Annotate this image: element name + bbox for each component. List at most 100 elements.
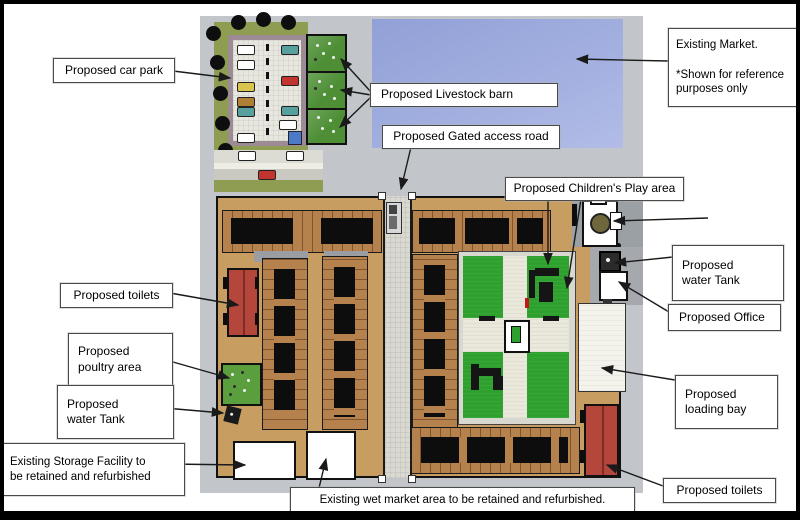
office-building — [599, 271, 628, 301]
site-marker-dot — [616, 243, 621, 248]
gated-access-road — [383, 196, 412, 478]
car-icon — [237, 107, 255, 117]
pad-marker — [572, 204, 577, 226]
label-existing-market: Existing Market. *Shown for reference pu… — [668, 28, 800, 107]
label-livestock-barn: Proposed Livestock barn — [370, 83, 558, 107]
label-office: Proposed Office — [668, 304, 781, 331]
play-equipment — [529, 270, 535, 298]
frame-bottom — [0, 511, 800, 520]
livestock-pen — [306, 71, 347, 111]
car-park-street — [214, 150, 323, 163]
frame-left — [0, 0, 4, 520]
label-poultry-area: Proposed poultry area — [68, 333, 173, 386]
label-water-tank-right: Proposed water Tank — [672, 245, 784, 301]
label-toilets-right: Proposed toilets — [663, 478, 776, 503]
car-icon — [279, 120, 297, 130]
label-toilets-left: Proposed toilets — [60, 283, 173, 308]
play-bench — [543, 316, 559, 321]
label-storage-facility-text: Existing Storage Facility to be retained… — [10, 455, 151, 483]
handicap-space-icon — [288, 131, 302, 145]
label-livestock-barn-text: Proposed Livestock barn — [381, 87, 514, 102]
label-water-tank-right-text: Proposed water Tank — [682, 257, 740, 287]
loading-bay — [578, 303, 626, 392]
livestock-pen — [306, 108, 347, 145]
market-stall-column — [322, 256, 368, 430]
office-step — [603, 299, 612, 303]
walkway — [254, 251, 308, 262]
label-childrens-play-area: Proposed Children's Play area — [505, 177, 684, 201]
label-water-tank-left: Proposed water Tank — [57, 385, 174, 439]
market-stall-row — [412, 210, 551, 253]
car-icon — [281, 76, 299, 86]
gate-post — [408, 475, 416, 483]
car-icon — [237, 97, 255, 107]
play-equipment — [525, 298, 529, 308]
label-storage-facility: Existing Storage Facility to be retained… — [3, 443, 185, 496]
play-central-structure — [504, 320, 530, 353]
toilet-door — [580, 450, 585, 463]
label-childrens-play-area-text: Proposed Children's Play area — [513, 181, 676, 196]
car-park-lane-line — [266, 44, 269, 138]
car-icon — [258, 170, 276, 180]
label-toilets-right-text: Proposed toilets — [676, 482, 763, 497]
childrens-play-area — [458, 251, 576, 425]
car-icon — [237, 60, 255, 70]
label-office-text: Proposed Office — [679, 309, 765, 324]
play-equipment — [471, 364, 479, 390]
play-bench — [479, 316, 495, 321]
toilet-door — [580, 410, 585, 423]
car-icon — [237, 82, 255, 92]
market-stall-row — [222, 210, 382, 253]
tree-icon — [215, 116, 230, 131]
label-poultry-area-text: Proposed poultry area — [78, 344, 142, 374]
toilet-door — [255, 313, 259, 325]
car-icon — [237, 45, 255, 55]
play-structure-step — [610, 212, 622, 230]
tree-icon — [256, 12, 271, 27]
label-gated-access-road-text: Proposed Gated access road — [393, 129, 549, 144]
label-car-park: Proposed car park — [53, 58, 175, 83]
label-water-tank-left-text: Proposed water Tank — [67, 396, 125, 426]
livestock-pen — [306, 34, 347, 74]
frame-top — [0, 0, 800, 4]
car-icon — [286, 151, 304, 161]
toilets-building-right — [584, 404, 619, 477]
label-loading-bay-text: Proposed loading bay — [685, 386, 747, 416]
gate-post — [378, 475, 386, 483]
label-car-park-text: Proposed car park — [64, 62, 164, 77]
toilet-door — [255, 277, 259, 289]
car-icon — [281, 106, 299, 116]
tree-icon — [231, 15, 246, 30]
play-equipment — [477, 368, 501, 376]
toilet-door — [223, 313, 227, 325]
street-landscape-strip — [214, 180, 323, 192]
play-equipment — [535, 268, 559, 276]
play-equipment — [493, 376, 503, 390]
storage-building — [233, 441, 296, 480]
label-toilets-left-text: Proposed toilets — [73, 287, 160, 302]
toilet-door — [223, 277, 227, 289]
storage-building — [306, 431, 356, 480]
tree-icon — [281, 15, 296, 30]
water-tank-right — [599, 251, 621, 272]
gate-post — [378, 192, 386, 200]
market-stall-column — [262, 258, 308, 430]
gate-post — [408, 192, 416, 200]
label-gated-access-road: Proposed Gated access road — [382, 125, 560, 149]
street-verge — [214, 163, 323, 169]
roundabout-icon — [590, 213, 611, 234]
car-icon — [237, 133, 255, 143]
tree-icon — [213, 86, 228, 101]
label-wet-market-text: Existing wet market area to be retained … — [319, 494, 606, 507]
market-stall-row — [410, 427, 580, 474]
truck-icon — [386, 202, 402, 234]
car-icon — [238, 151, 256, 161]
poultry-area — [221, 363, 262, 406]
label-wet-market: Existing wet market area to be retained … — [290, 487, 635, 514]
frame-right — [796, 0, 800, 520]
tree-icon — [206, 26, 221, 41]
play-equipment — [539, 282, 553, 302]
label-loading-bay: Proposed loading bay — [675, 375, 778, 429]
market-stall-column — [412, 254, 458, 430]
